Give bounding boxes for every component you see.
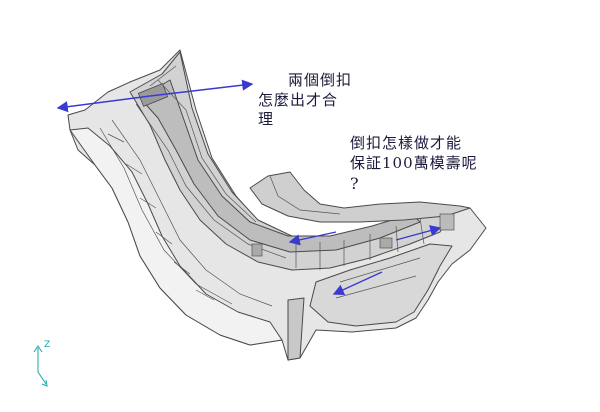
axis-triad bbox=[33, 345, 48, 387]
annotation-mold-life-question-line1: 倒扣怎樣做才能 bbox=[350, 134, 463, 152]
annotation-undercut-question-line2: 怎麼出才合 bbox=[258, 91, 339, 109]
axis-z-label: Z bbox=[44, 340, 51, 350]
arrow-top-left bbox=[56, 95, 151, 113]
annotation-undercut-question-line3: 理 bbox=[258, 110, 275, 128]
part-detail-lines bbox=[99, 65, 455, 307]
annotation-mold-life-question-line2: 保証100萬模壽呢 bbox=[350, 154, 478, 172]
annotation-mold-life-question-line3: ? bbox=[350, 174, 360, 193]
arrow-lower bbox=[332, 271, 383, 296]
annotation-undercut-question-line1: 兩個倒扣 bbox=[288, 71, 353, 89]
undercut-direction-arrows bbox=[56, 79, 442, 296]
arrow-top-right bbox=[149, 79, 254, 97]
arrow-mid-right bbox=[395, 225, 442, 241]
arrow-mid-left bbox=[288, 231, 337, 246]
